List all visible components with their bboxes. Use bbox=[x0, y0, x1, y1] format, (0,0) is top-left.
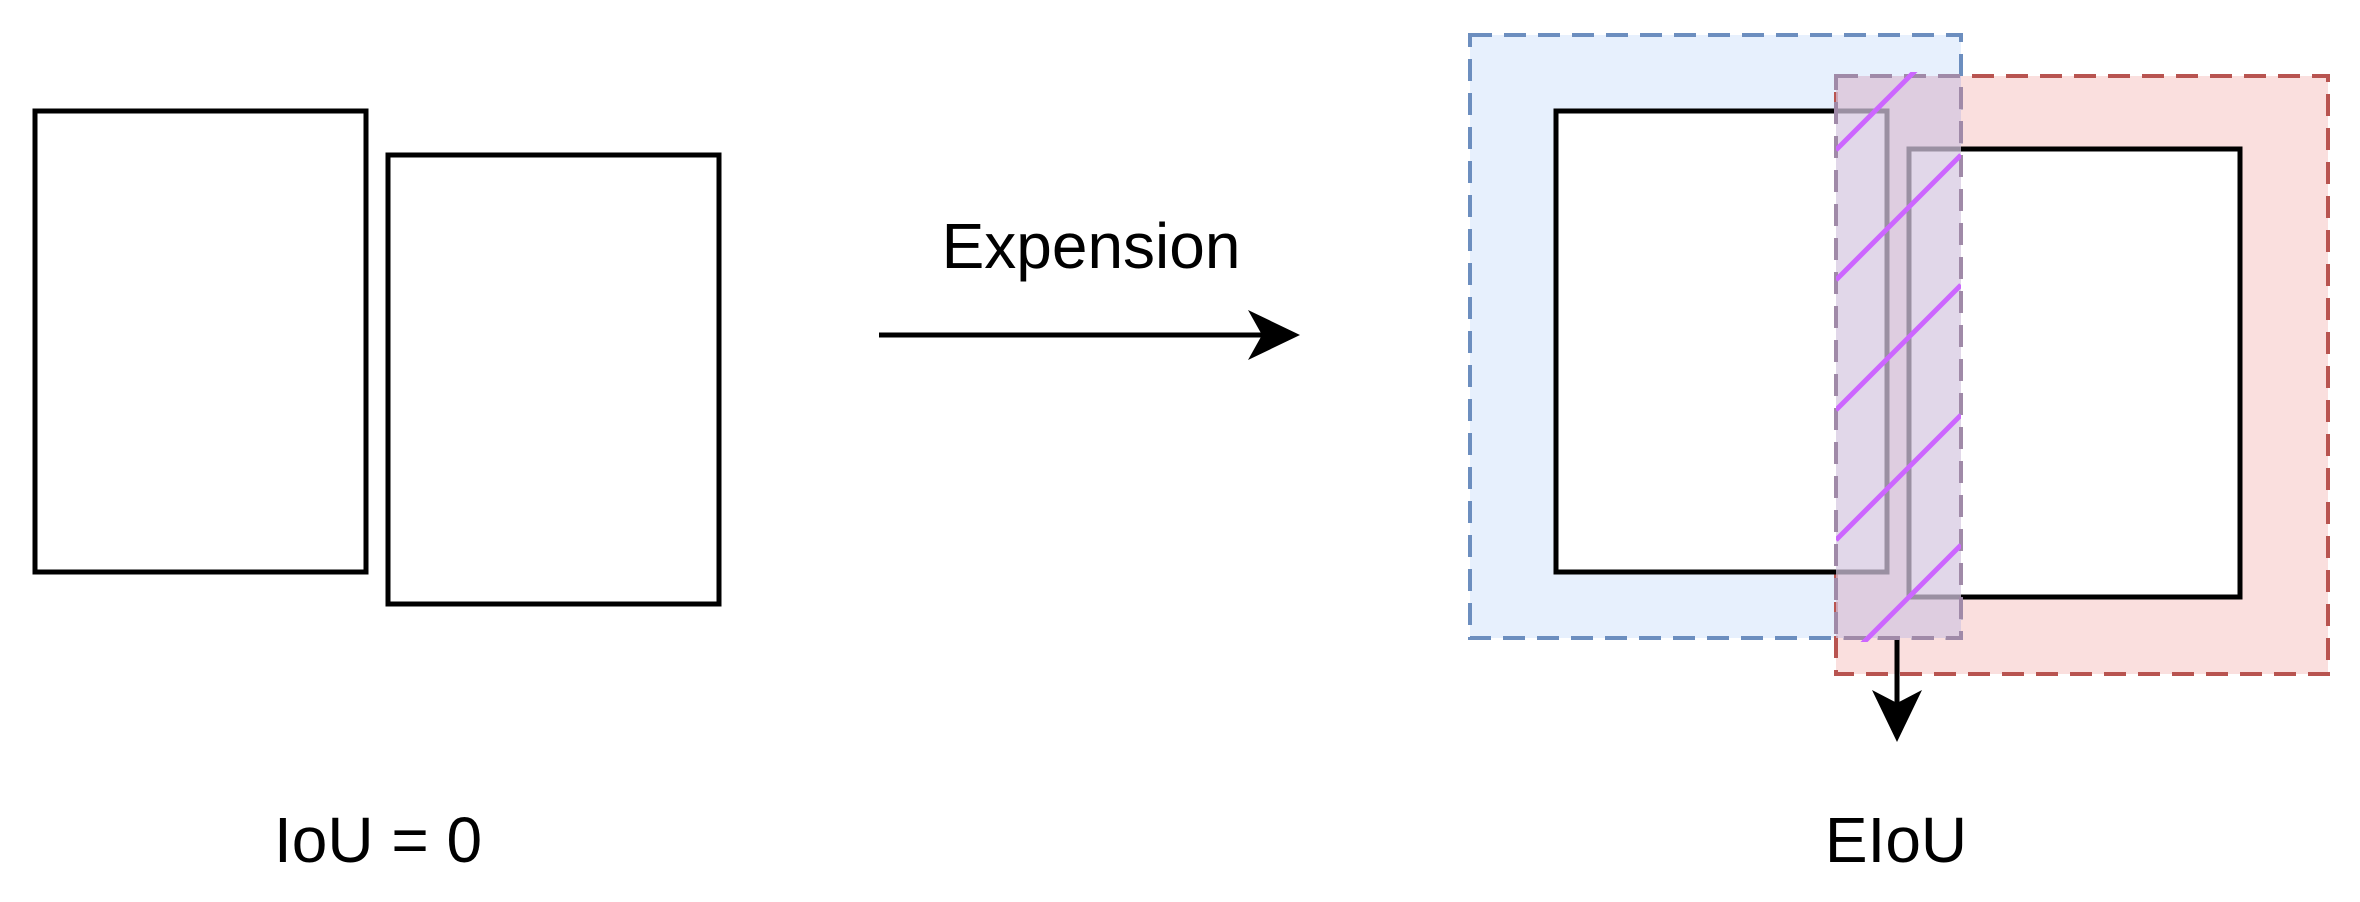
right-panel: EIoU bbox=[1468, 33, 2330, 876]
eiou-pointer-arrow bbox=[1872, 640, 1922, 742]
overlap-region bbox=[1834, 72, 1963, 642]
pointer-head-icon bbox=[1872, 690, 1922, 742]
arrow-head-icon bbox=[1248, 310, 1300, 360]
eiou-caption: EIoU bbox=[1825, 804, 1967, 876]
left-box-b bbox=[385, 152, 722, 607]
iou-caption: IoU = 0 bbox=[274, 804, 482, 876]
expension-label: Expension bbox=[942, 210, 1241, 282]
original-box-a bbox=[1553, 108, 1890, 575]
left-box-a bbox=[32, 108, 369, 575]
expansion-arrow: Expension bbox=[879, 210, 1300, 360]
left-panel: IoU = 0 bbox=[32, 108, 722, 876]
overlap-hatch bbox=[1836, 72, 1961, 642]
overlap-fill bbox=[1834, 74, 1963, 640]
